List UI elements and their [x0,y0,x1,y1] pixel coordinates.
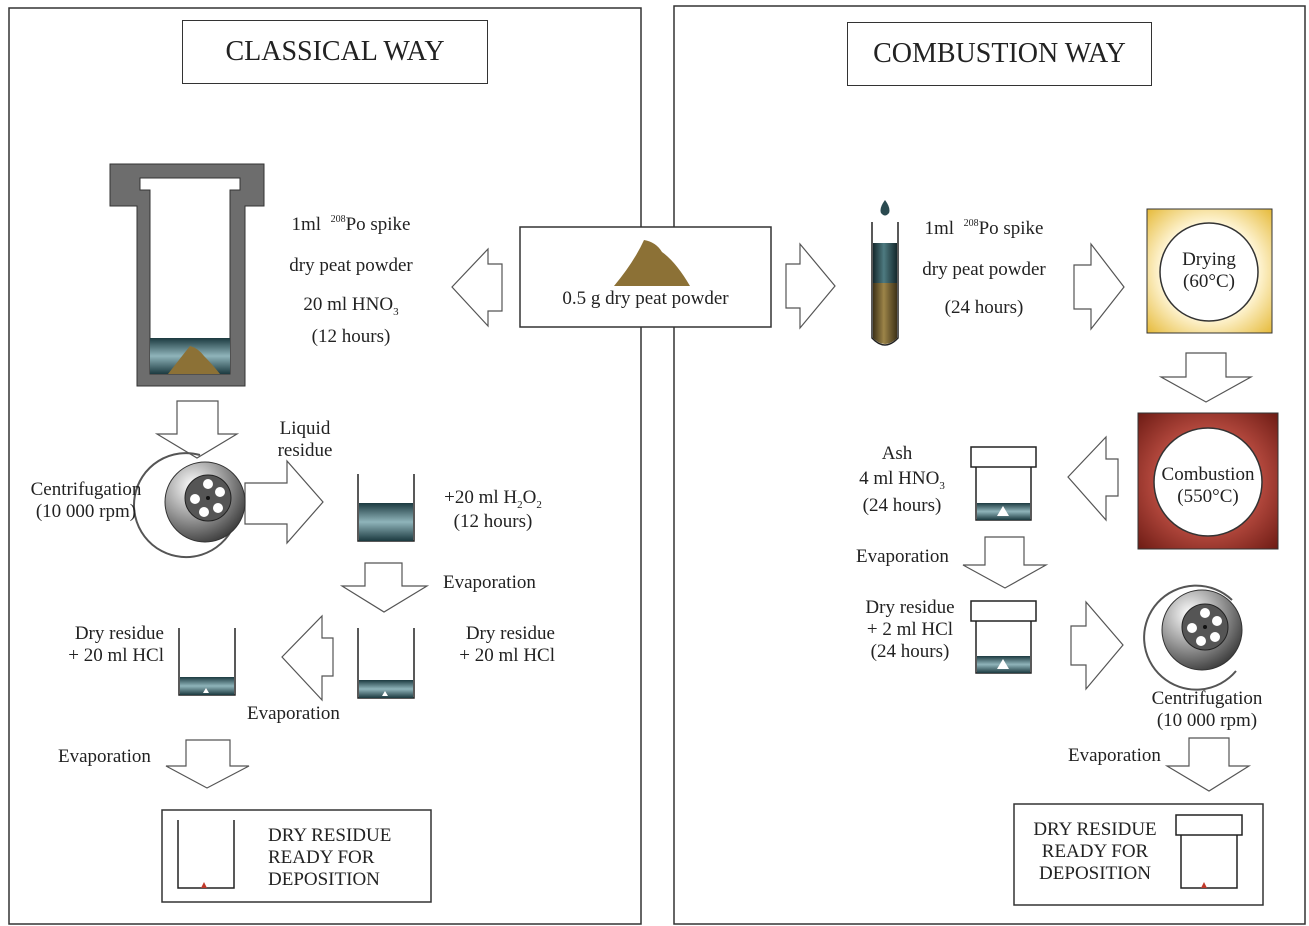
classical-title: CLASSICAL WAY [182,20,488,84]
hno3-label: 4 ml HNO3 [859,468,945,492]
arrow-down-icon [1158,352,1254,403]
final-box-classical [161,809,432,903]
sample-label: 0.5 g dry peat powder [562,288,729,309]
arrow-right-icon [1070,600,1124,691]
centrifuge-icon [1143,584,1243,691]
hno3-label: 20 ml HNO3 [303,294,399,318]
spike-label: 1ml 208Po spike [924,218,1044,239]
arrow-right-icon [244,459,324,545]
beaker-icon [357,474,415,542]
crucible-icon [970,600,1037,674]
classical-panel [8,7,642,925]
centrifugation-label: Centrifugation(10 000 rpm) [1151,688,1263,731]
evaporation-label: Evaporation [1068,745,1161,766]
centrifuge-icon [133,452,246,559]
dry-residue-label: Dry residue+ 20 ml HCl [68,623,164,666]
time-label: (12 hours) [311,326,391,347]
ash-label: Ash [881,443,913,464]
evaporation-label: Evaporation [856,546,949,567]
test-tube-icon [871,200,899,346]
evaporation-label: Evaporation [443,572,536,593]
arrow-left-icon [1067,435,1119,522]
dry-residue-label: Dry residue+ 20 ml HCl [459,623,555,666]
crucible-icon [970,446,1037,521]
arrow-right-icon [785,242,836,330]
combustion-furnace-icon [1137,412,1279,550]
arrow-down-icon [154,400,240,459]
arrow-down-icon [962,536,1049,589]
evaporation-label: Evaporation [58,746,151,767]
peat-label: dry peat powder [922,259,1046,280]
beaker-icon [357,628,415,699]
h2o2-label: +20 ml H2O2 (12 hours) [444,487,542,532]
peat-label: dry peat powder [289,255,413,276]
spike-label: 1ml 208Po spike [291,214,411,235]
arrow-down-icon [339,562,430,613]
crucible-icon [1175,814,1243,889]
combustion-title: COMBUSTION WAY [847,22,1152,86]
arrow-down-icon [1164,737,1252,792]
beaker-icon [178,628,236,696]
arrow-left-icon [451,247,503,328]
time-label: (24 hours) [944,297,1024,318]
combustion-panel [673,5,1306,925]
arrow-left-icon [281,614,334,702]
arrow-down-icon [165,739,250,789]
evaporation-label: Evaporation [247,703,340,724]
powder-pile-icon [614,240,690,286]
time-label: (24 hours) [862,495,942,516]
dry-residue-label: Dry residue+ 2 ml HCl(24 hours) [865,597,955,662]
digestion-vessel-icon [109,163,265,387]
arrow-right-icon [1073,242,1125,331]
beaker-icon [177,820,235,889]
drying-label: Drying(60°C) [1182,249,1236,292]
drying-oven-icon [1146,208,1273,334]
centrifugation-label: Centrifugation(10 000 rpm) [30,479,142,522]
combustion-label: Combustion(550°C) [1161,464,1255,507]
